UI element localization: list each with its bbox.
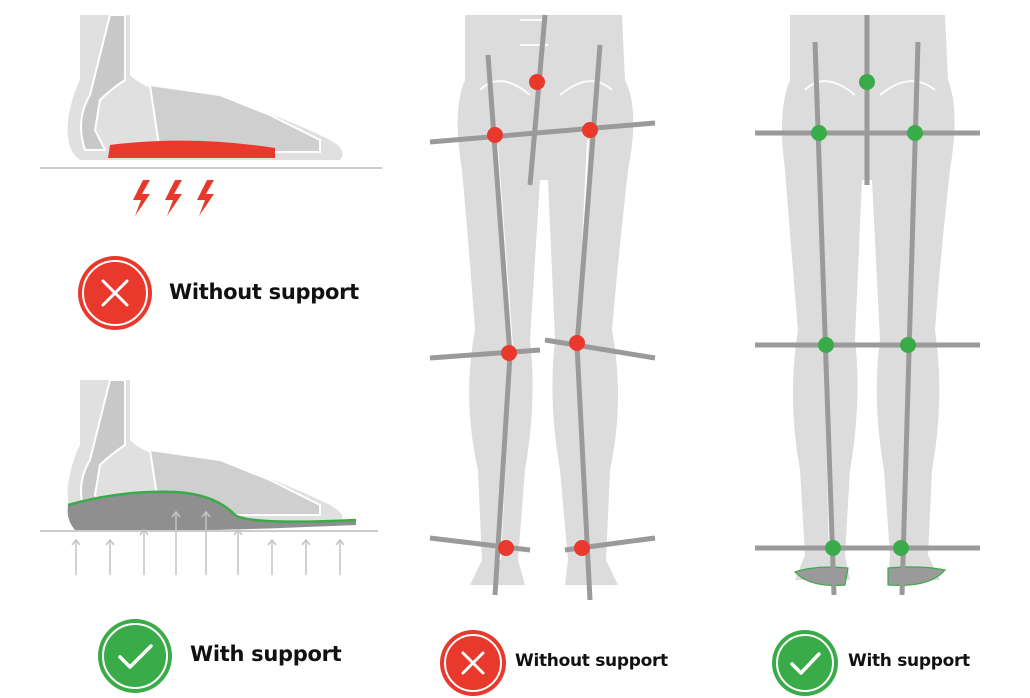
check-mark-icon	[98, 619, 172, 693]
legs-without-support	[429, 14, 656, 601]
x-mark-icon	[440, 630, 506, 696]
insole	[67, 491, 357, 530]
pain-bolt-icons	[133, 180, 214, 216]
check-mark-icon	[772, 630, 838, 696]
foot-without-support	[40, 14, 382, 216]
arch-pressure-area	[108, 140, 275, 158]
support-arrow-icons	[71, 510, 345, 575]
x-mark-icon	[78, 256, 152, 330]
insoles	[793, 566, 947, 587]
without-support-label: Without support	[169, 280, 359, 304]
misaligned-joint-markers	[487, 74, 598, 556]
legs-with-support	[755, 15, 980, 596]
with-support-label: With support	[190, 642, 342, 666]
foot-with-support	[40, 379, 378, 575]
legs-without-support-label: Without support	[515, 651, 668, 671]
aligned-joint-markers	[811, 74, 923, 556]
legs-with-support-label: With support	[848, 651, 970, 671]
